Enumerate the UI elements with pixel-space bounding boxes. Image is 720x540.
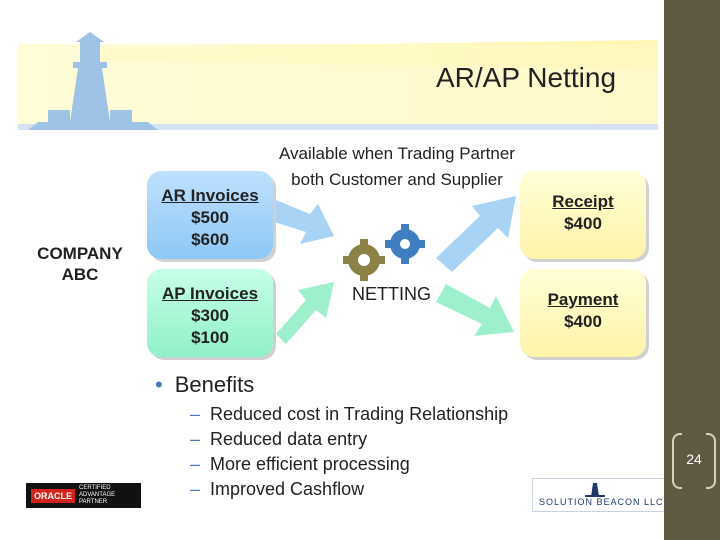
availability-line-2: both Customer and Supplier: [291, 170, 503, 189]
netting-label: NETTING: [352, 284, 431, 304]
page-number-badge: 24: [672, 433, 716, 489]
solution-beacon-text: SOLUTION BEACON LLC: [539, 497, 664, 507]
ar-invoices-heading: AR Invoices: [161, 186, 259, 205]
benefits-title: Benefits: [174, 372, 255, 397]
dash-icon: –: [190, 479, 201, 499]
beacon-icon: [585, 483, 605, 497]
availability-note: Available when Trading Partner both Cust…: [258, 141, 536, 193]
flow-arrows: [274, 196, 516, 344]
dash-icon: –: [190, 404, 201, 424]
payment-box: Payment $400: [520, 269, 646, 357]
arrow-netting-to-payment: [436, 284, 514, 336]
list-item: –More efficient processing: [190, 452, 508, 477]
payment-value: $400: [564, 312, 602, 331]
dash-icon: –: [190, 429, 201, 449]
lighthouse-icon: [28, 32, 158, 130]
gears-icon: [343, 224, 425, 281]
company-label: COMPANY ABC: [30, 243, 130, 285]
benefit-text: Reduced cost in Trading Relationship: [210, 404, 509, 424]
company-line-2: ABC: [61, 265, 99, 284]
payment-heading: Payment: [547, 290, 619, 309]
left-brace-icon: [672, 433, 682, 489]
arrow-ar-to-netting: [274, 200, 334, 244]
list-item: –Reduced cost in Trading Relationship: [190, 402, 508, 427]
oracle-partner-logo: ORACLE CERTIFIED ADVANTAGE PARTNER: [26, 483, 141, 508]
receipt-value: $400: [564, 214, 602, 233]
ar-invoice-value: $600: [191, 230, 229, 249]
ap-invoice-value: $300: [191, 306, 229, 325]
oracle-badge-text: CERTIFIED ADVANTAGE PARTNER: [79, 485, 141, 506]
receipt-heading: Receipt: [552, 192, 614, 211]
right-brace-icon: [706, 433, 716, 489]
dash-icon: –: [190, 454, 201, 474]
solution-beacon-logo: SOLUTION BEACON LLC: [532, 478, 664, 512]
benefit-text: Improved Cashflow: [210, 479, 365, 499]
oracle-badge-line-1: CERTIFIED ADVANTAGE: [79, 485, 116, 498]
lighthouse-banner: [18, 32, 658, 130]
oracle-badge-line-2: PARTNER: [79, 499, 108, 505]
ap-invoice-value: $100: [191, 328, 229, 347]
receipt-box: Receipt $400: [520, 171, 646, 259]
slide: AR/AP Netting Available when Trading Par…: [18, 32, 664, 512]
oracle-logo: ORACLE: [31, 488, 75, 503]
ar-invoices-box: AR Invoices $500 $600: [147, 171, 273, 259]
ap-invoices-heading: AP Invoices: [161, 284, 259, 303]
bullet-icon: •: [155, 372, 163, 397]
arrow-ap-to-netting: [276, 282, 334, 344]
list-item: –Improved Cashflow: [190, 477, 508, 502]
company-line-1: COMPANY: [37, 244, 123, 263]
ar-invoice-value: $500: [191, 208, 229, 227]
slide-title: AR/AP Netting: [436, 62, 617, 93]
benefits-heading: • Benefits: [155, 372, 254, 398]
benefits-list: –Reduced cost in Trading Relationship –R…: [190, 402, 508, 502]
benefit-text: More efficient processing: [210, 454, 410, 474]
arrow-netting-to-receipt: [436, 196, 516, 272]
page-number: 24: [686, 451, 702, 467]
list-item: –Reduced data entry: [190, 427, 508, 452]
availability-line-1: Available when Trading Partner: [279, 144, 515, 163]
ap-invoices-box: AP Invoices $300 $100: [147, 269, 273, 357]
benefit-text: Reduced data entry: [210, 429, 368, 449]
